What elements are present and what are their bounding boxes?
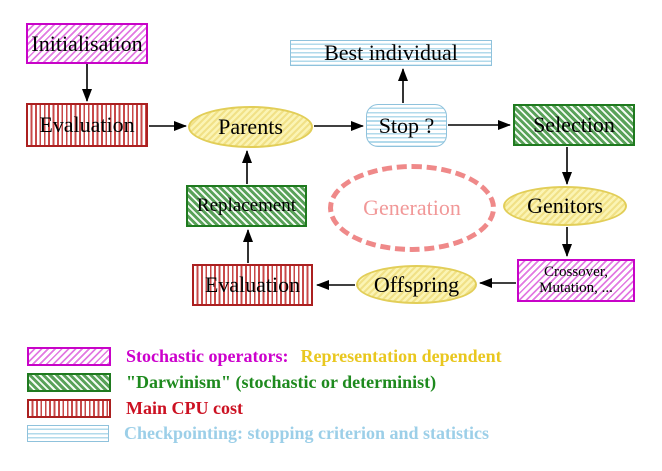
- node-best-individual: Best individual: [290, 40, 492, 66]
- legend-swatch-red-vertical-stripes: [27, 399, 111, 418]
- node-replacement: Replacement: [186, 185, 307, 227]
- node-initialisation-label: Initialisation: [31, 30, 143, 56]
- node-best-individual-label: Best individual: [324, 40, 458, 66]
- legend-item-main-cpu-cost: Main CPU cost: [27, 398, 243, 418]
- node-generation-label: Generation: [363, 195, 461, 221]
- node-parents-label: Parents: [218, 114, 283, 140]
- node-selection-label: Selection: [533, 112, 615, 138]
- node-crossover-label-line1: Crossover,: [544, 263, 608, 280]
- node-selection: Selection: [513, 104, 635, 146]
- node-evaluation-bottom-label: Evaluation: [204, 272, 301, 298]
- node-crossover-mutation: Crossover, Mutation, ...: [517, 259, 635, 302]
- legend-item-darwinism: "Darwinism" (stochastic or determinist): [27, 372, 437, 392]
- node-genitors: Genitors: [503, 186, 627, 226]
- legend-label-stochastic-operators: Stochastic operators:: [126, 346, 289, 366]
- node-genitors-label: Genitors: [527, 193, 603, 219]
- legend-item-stochastic-operators: Stochastic operators: Representation dep…: [27, 346, 502, 366]
- legend-swatch-cyan-horizontal-stripes: [27, 425, 109, 442]
- node-offspring: Offspring: [356, 265, 477, 304]
- legend-label-checkpointing: Checkpointing: stopping criterion and st…: [124, 423, 490, 443]
- legend-label-darwinism: "Darwinism" (stochastic or determinist): [126, 372, 437, 392]
- node-evaluation-top: Evaluation: [26, 103, 148, 147]
- node-generation-loop: Generation: [328, 164, 496, 252]
- node-crossover-label-line2: Mutation, ...: [539, 279, 613, 296]
- legend-swatch-magenta-diagonal-hatch: [27, 347, 111, 366]
- legend-label-representation-dependent: Representation dependent: [300, 346, 502, 366]
- node-replacement-label: Replacement: [196, 195, 297, 217]
- node-evaluation-bottom: Evaluation: [192, 264, 313, 306]
- legend-label-main-cpu-cost: Main CPU cost: [126, 398, 243, 418]
- node-parents: Parents: [188, 106, 313, 148]
- legend-swatch-green-diagonal-hatch: [27, 373, 111, 392]
- legend-item-checkpointing: Checkpointing: stopping criterion and st…: [27, 423, 490, 443]
- node-offspring-label: Offspring: [373, 271, 460, 297]
- node-stop-label: Stop ?: [378, 112, 435, 138]
- node-evaluation-top-label: Evaluation: [39, 112, 135, 138]
- node-stop: Stop ?: [366, 104, 447, 147]
- node-initialisation: Initialisation: [26, 23, 148, 64]
